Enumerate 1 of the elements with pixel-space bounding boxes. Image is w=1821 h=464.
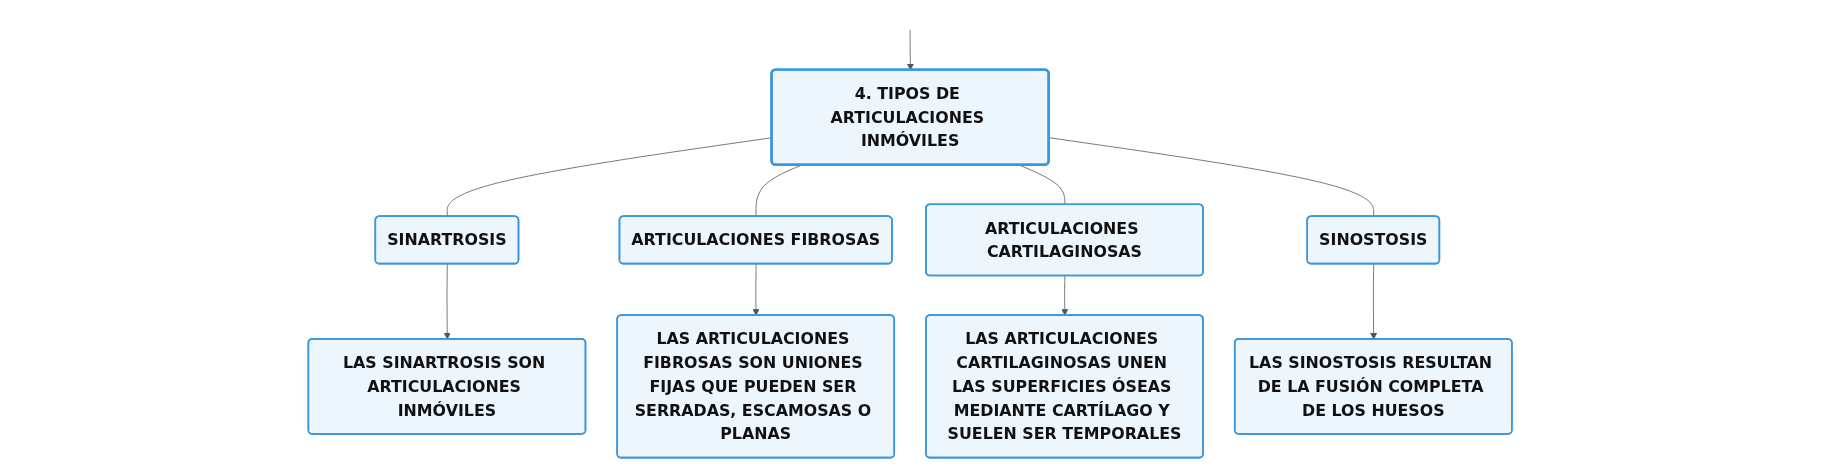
connector xyxy=(1049,137,1375,217)
